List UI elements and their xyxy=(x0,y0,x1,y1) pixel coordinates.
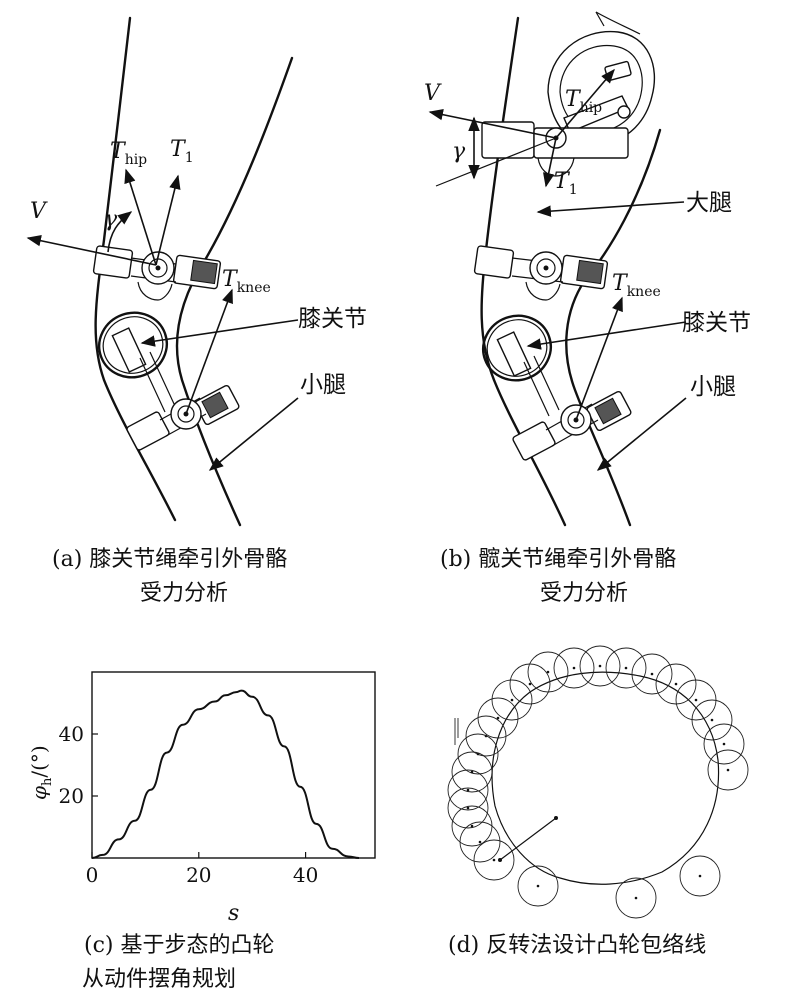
roller-center xyxy=(634,896,638,900)
svg-text:T1: T1 xyxy=(554,169,578,198)
label-thigh-b: 大腿 xyxy=(686,190,732,216)
roller-center xyxy=(478,840,482,844)
roller-center xyxy=(546,670,550,674)
label-tknee-a: T xyxy=(222,267,239,292)
roller-center xyxy=(496,716,500,720)
roller-center xyxy=(598,664,602,668)
y-tick-label: 40 xyxy=(59,722,84,746)
leg-outline-front xyxy=(175,56,294,527)
caption-c-line1: (c) 基于步态的凸轮 xyxy=(84,933,274,958)
label-thip-a: T xyxy=(110,139,127,164)
swing-angle-curve xyxy=(91,689,360,859)
label-tknee-b: T xyxy=(612,271,629,296)
chart-frame xyxy=(91,671,376,859)
y-tick-label: 20 xyxy=(59,784,84,808)
x-tick-label: 40 xyxy=(293,863,318,887)
label-gamma-a: γ xyxy=(104,207,118,232)
roller-circle xyxy=(509,663,551,705)
label-t1-a: T xyxy=(170,137,187,162)
x-tick-label: 20 xyxy=(186,863,211,887)
roller-circle xyxy=(615,877,657,919)
knee-ring xyxy=(98,311,168,379)
caption-b-line2: 受力分析 xyxy=(540,581,628,606)
roller-center xyxy=(510,698,514,702)
shank-cuff-left-b xyxy=(512,421,556,461)
caption-a-line1: (a) 膝关节绳牵引外骨骼 xyxy=(52,547,287,572)
shank-cuff-left xyxy=(126,411,170,451)
roller-circle xyxy=(605,647,647,689)
roller-circle xyxy=(707,749,749,791)
roller-center xyxy=(694,698,698,702)
roller-center xyxy=(466,806,470,810)
roller-circle xyxy=(447,769,489,811)
label-knee-joint-b: 膝关节 xyxy=(682,310,751,336)
label-thip-b: T xyxy=(565,87,582,112)
follower-arm xyxy=(499,817,557,861)
roller-center xyxy=(624,666,628,670)
roller-center xyxy=(710,718,714,722)
roller-circles xyxy=(447,645,749,919)
caption-a-line2: 受力分析 xyxy=(140,581,228,606)
caption-d-line1: (d) 反转法设计凸轮包络线 xyxy=(448,933,706,958)
roller-center xyxy=(722,742,726,746)
svg-text:Thip: Thip xyxy=(565,87,602,116)
label-shank-b: 小腿 xyxy=(690,374,736,400)
x-tick-label: 0 xyxy=(86,863,99,887)
svg-text:Tknee: Tknee xyxy=(612,271,661,300)
roller-circle xyxy=(451,751,493,793)
roller-circle xyxy=(631,653,673,695)
chart-xlabel: s xyxy=(228,901,239,926)
label-v-a: V xyxy=(30,199,48,224)
thigh-cuff-left xyxy=(92,245,134,279)
label-t1-b: T xyxy=(554,169,571,194)
roller-center xyxy=(572,666,576,670)
roller-circle xyxy=(491,679,533,721)
panel-c-chart: 0 20 40 20 40 s φh/(°) xyxy=(27,671,376,926)
thigh-cuff-left-b xyxy=(473,245,515,279)
roller-circle xyxy=(459,821,501,863)
leg-outline-front-b xyxy=(565,128,662,527)
roller-circle xyxy=(457,733,499,775)
panel-a-knee-exoskeleton: V Thip T1 γ Tknee 膝关节 小腿 xyxy=(26,16,367,527)
roller-circle xyxy=(679,855,721,897)
roller-center xyxy=(726,768,730,772)
label-v-b: V xyxy=(424,81,442,106)
roller-circle xyxy=(465,715,507,757)
roller-circle xyxy=(579,645,621,687)
roller-center xyxy=(650,672,654,676)
roller-center xyxy=(528,682,532,686)
roller-center xyxy=(492,858,496,862)
caption-b-line1: (b) 髋关节绳牵引外骨骼 xyxy=(440,547,676,572)
roller-center xyxy=(470,824,474,828)
roller-center xyxy=(674,682,678,686)
roller-circle xyxy=(473,839,515,881)
roller-center xyxy=(536,884,540,888)
roller-center xyxy=(470,770,474,774)
roller-circle xyxy=(691,699,733,741)
panel-b-hip-exoskeleton: V Thip γ T1 大腿 Tknee 膝关节 小腿 xyxy=(424,11,751,527)
label-shank-a: 小腿 xyxy=(300,372,346,398)
caption-c-line2: 从动件摆角规划 xyxy=(82,967,236,992)
panel-d-cam-envelope xyxy=(447,645,749,919)
roller-circle xyxy=(517,865,559,907)
knee-ring-b xyxy=(482,314,552,382)
chart-ylabel: φh/(°) xyxy=(27,745,55,800)
roller-center xyxy=(698,874,702,878)
roller-circle xyxy=(703,723,745,765)
hip-cam-assembly xyxy=(547,11,656,148)
svg-text:Tknee: Tknee xyxy=(222,267,271,296)
svg-text:T1: T1 xyxy=(170,137,194,166)
knee-bracket xyxy=(111,327,147,373)
label-knee-joint-a: 膝关节 xyxy=(298,306,367,332)
label-gamma-b: γ xyxy=(452,139,466,164)
svg-text:Thip: Thip xyxy=(110,139,147,168)
roller-circle xyxy=(553,647,595,689)
roller-circle xyxy=(447,787,489,829)
roller-center xyxy=(466,788,470,792)
